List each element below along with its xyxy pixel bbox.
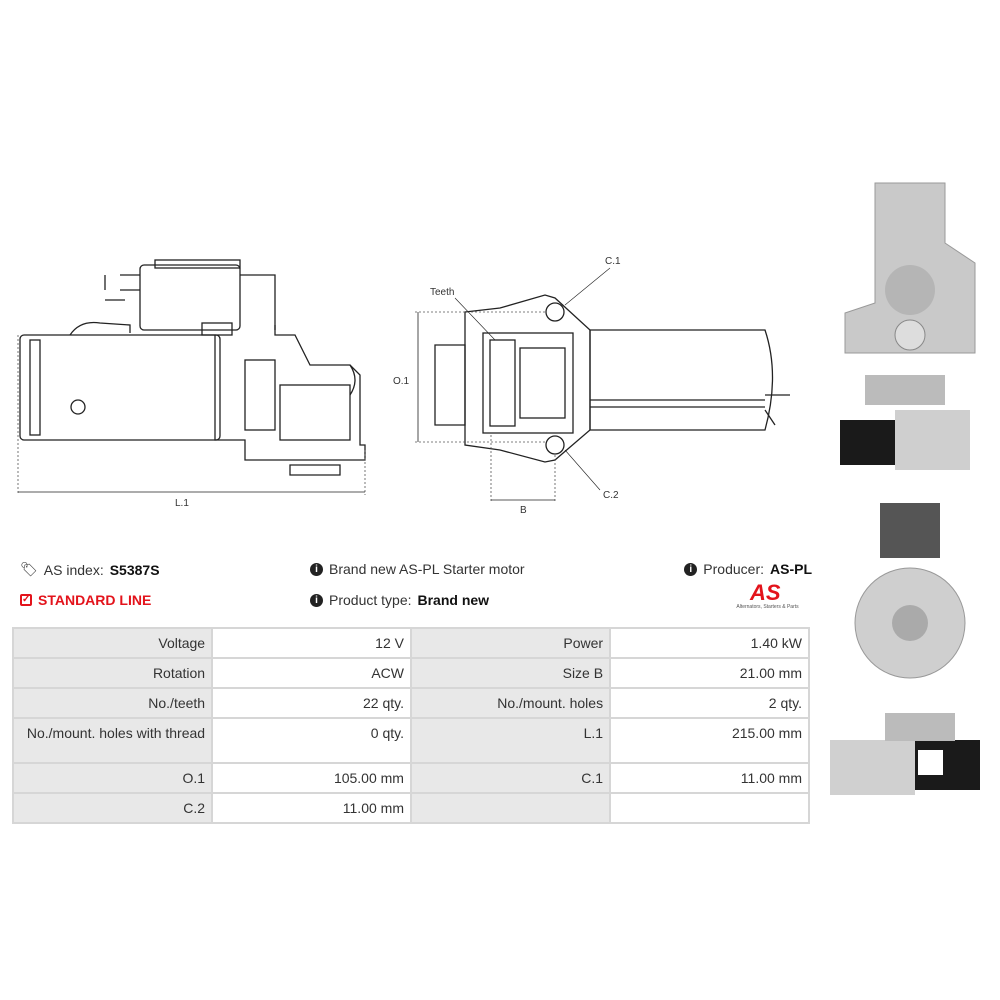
photo-front <box>844 182 976 354</box>
c2-label: C.2 <box>603 490 619 501</box>
logo-mark: AS <box>750 580 781 605</box>
product-type-value: Brand new <box>417 592 490 608</box>
spec-value: 21.00 mm <box>609 657 810 689</box>
photo-side-1 <box>840 375 970 470</box>
spec-value <box>609 792 810 824</box>
spec-label: No./teeth <box>11 687 214 719</box>
checkbox-checked-icon: ✓ <box>20 594 32 606</box>
spec-value: 2 qty. <box>609 687 810 719</box>
side-view-drawing: L.1 <box>17 259 366 509</box>
line-label: STANDARD LINE <box>38 592 152 608</box>
spec-value: 0 qty. <box>211 717 412 764</box>
b-label: B <box>520 505 527 516</box>
spec-label: L.1 <box>409 717 612 764</box>
spec-label: Voltage <box>11 627 214 659</box>
teeth-label: Teeth <box>430 287 454 298</box>
logo-tagline: Alternators, Starters & Parts <box>736 604 799 610</box>
spec-label: Power <box>409 627 612 659</box>
spec-label: Size B <box>409 657 612 689</box>
dimension-l1-label: L.1 <box>175 498 189 509</box>
spec-label: C.2 <box>11 792 214 824</box>
spec-label: No./mount. holes <box>409 687 612 719</box>
tags-icon: 🏷 <box>20 561 38 577</box>
description: i Brand new AS-PL Starter motor <box>310 561 525 577</box>
spec-value: 105.00 mm <box>211 762 412 794</box>
photo-rear <box>854 503 966 679</box>
as-index-label: AS index: <box>43 561 104 578</box>
o1-label: O.1 <box>393 376 410 387</box>
spec-label: No./mount. holes with thread <box>11 717 214 764</box>
spec-value: 12 V <box>211 627 412 659</box>
product-type-label: Product type: <box>329 592 412 608</box>
spec-value: 1.40 kW <box>609 627 810 659</box>
spec-label: O.1 <box>11 762 214 794</box>
spec-value: ACW <box>211 657 412 689</box>
photo-side-2 <box>830 713 980 795</box>
producer-label: Producer: <box>703 561 764 577</box>
info-icon: i <box>684 562 698 576</box>
spec-label: Rotation <box>11 657 214 689</box>
spec-value: 11.00 mm <box>609 762 810 794</box>
spec-value: 22 qty. <box>211 687 412 719</box>
spec-value: 215.00 mm <box>609 717 810 764</box>
product-photos <box>830 182 980 795</box>
producer: i Producer: AS-PL <box>684 561 812 577</box>
as-index-value: S5387S <box>109 561 160 578</box>
as-pl-logo: AS Alternators, Starters & Parts <box>720 580 815 611</box>
spec-label: C.1 <box>409 762 612 794</box>
standard-line-badge: ✓ STANDARD LINE <box>20 592 151 608</box>
info-icon: i <box>310 562 323 576</box>
producer-value: AS-PL <box>770 561 812 577</box>
spec-label <box>409 792 612 824</box>
info-icon: i <box>310 593 323 607</box>
description-text: Brand new AS-PL Starter motor <box>329 561 525 577</box>
as-index: 🏷 AS index: S5387S <box>20 561 160 578</box>
product-type: i Product type: Brand new <box>310 592 489 608</box>
front-view-drawing: Teeth C.1 C.2 O.1 B <box>393 256 790 516</box>
c1-label: C.1 <box>605 256 621 267</box>
spec-value: 11.00 mm <box>211 792 412 824</box>
